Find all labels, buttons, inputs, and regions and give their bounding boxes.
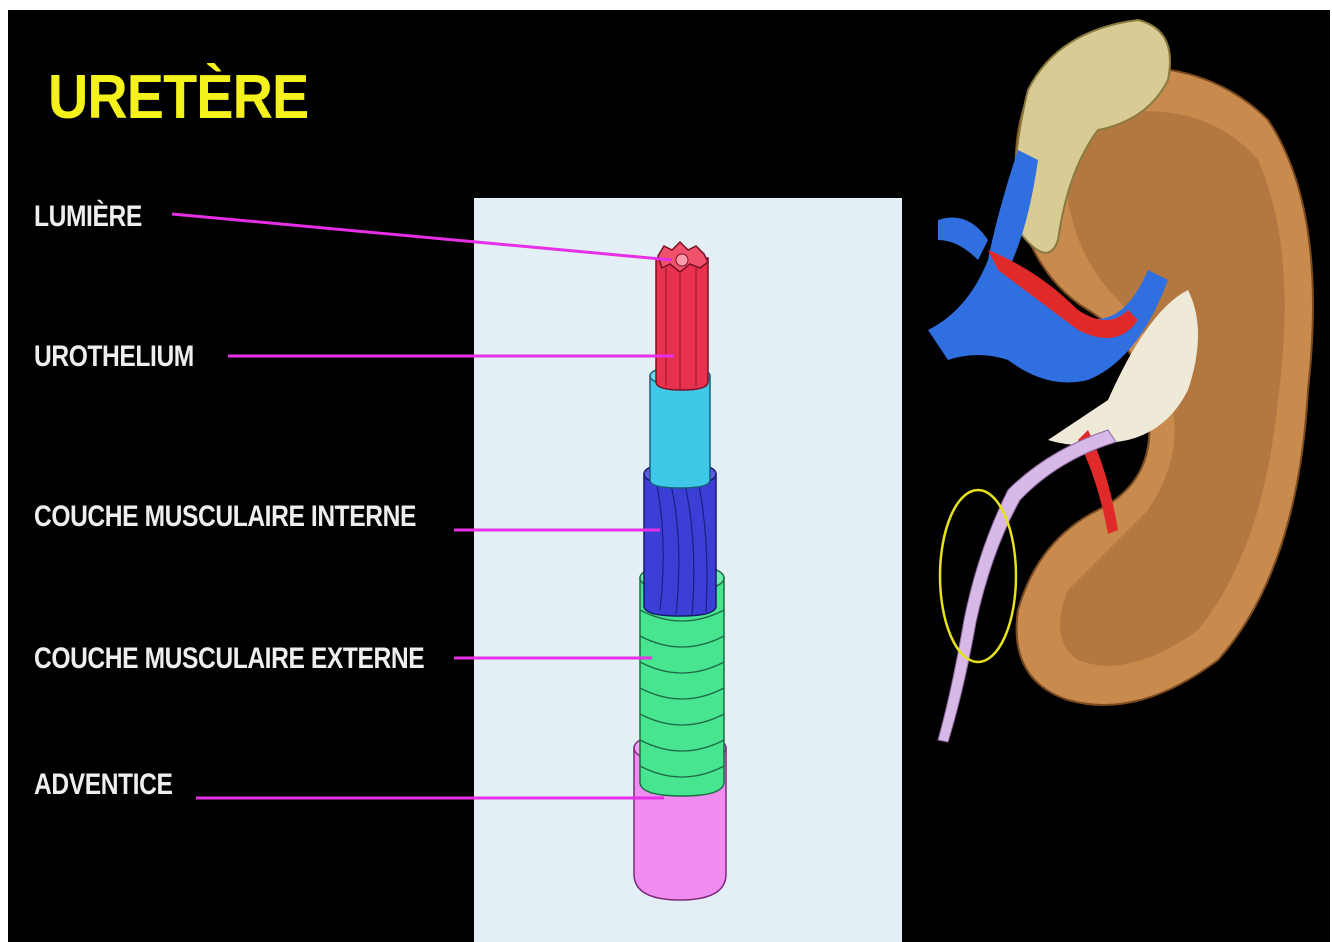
label-urothelium: UROTHELIUM [34, 340, 194, 374]
label-lumiere: LUMIÈRE [34, 200, 142, 234]
lumen-column [656, 242, 708, 390]
slide: URETÈRE LUMIÈRE UROTHELIUM COUCHE MUSCUL… [8, 10, 1330, 942]
diagram-canvas [8, 10, 1330, 942]
kidney-photo [928, 20, 1313, 742]
label-muscle-outer: COUCHE MUSCULAIRE EXTERNE [34, 642, 424, 676]
label-muscle-inner: COUCHE MUSCULAIRE INTERNE [34, 500, 416, 534]
label-adventice: ADVENTICE [34, 768, 172, 802]
page-title: URETÈRE [48, 62, 308, 133]
